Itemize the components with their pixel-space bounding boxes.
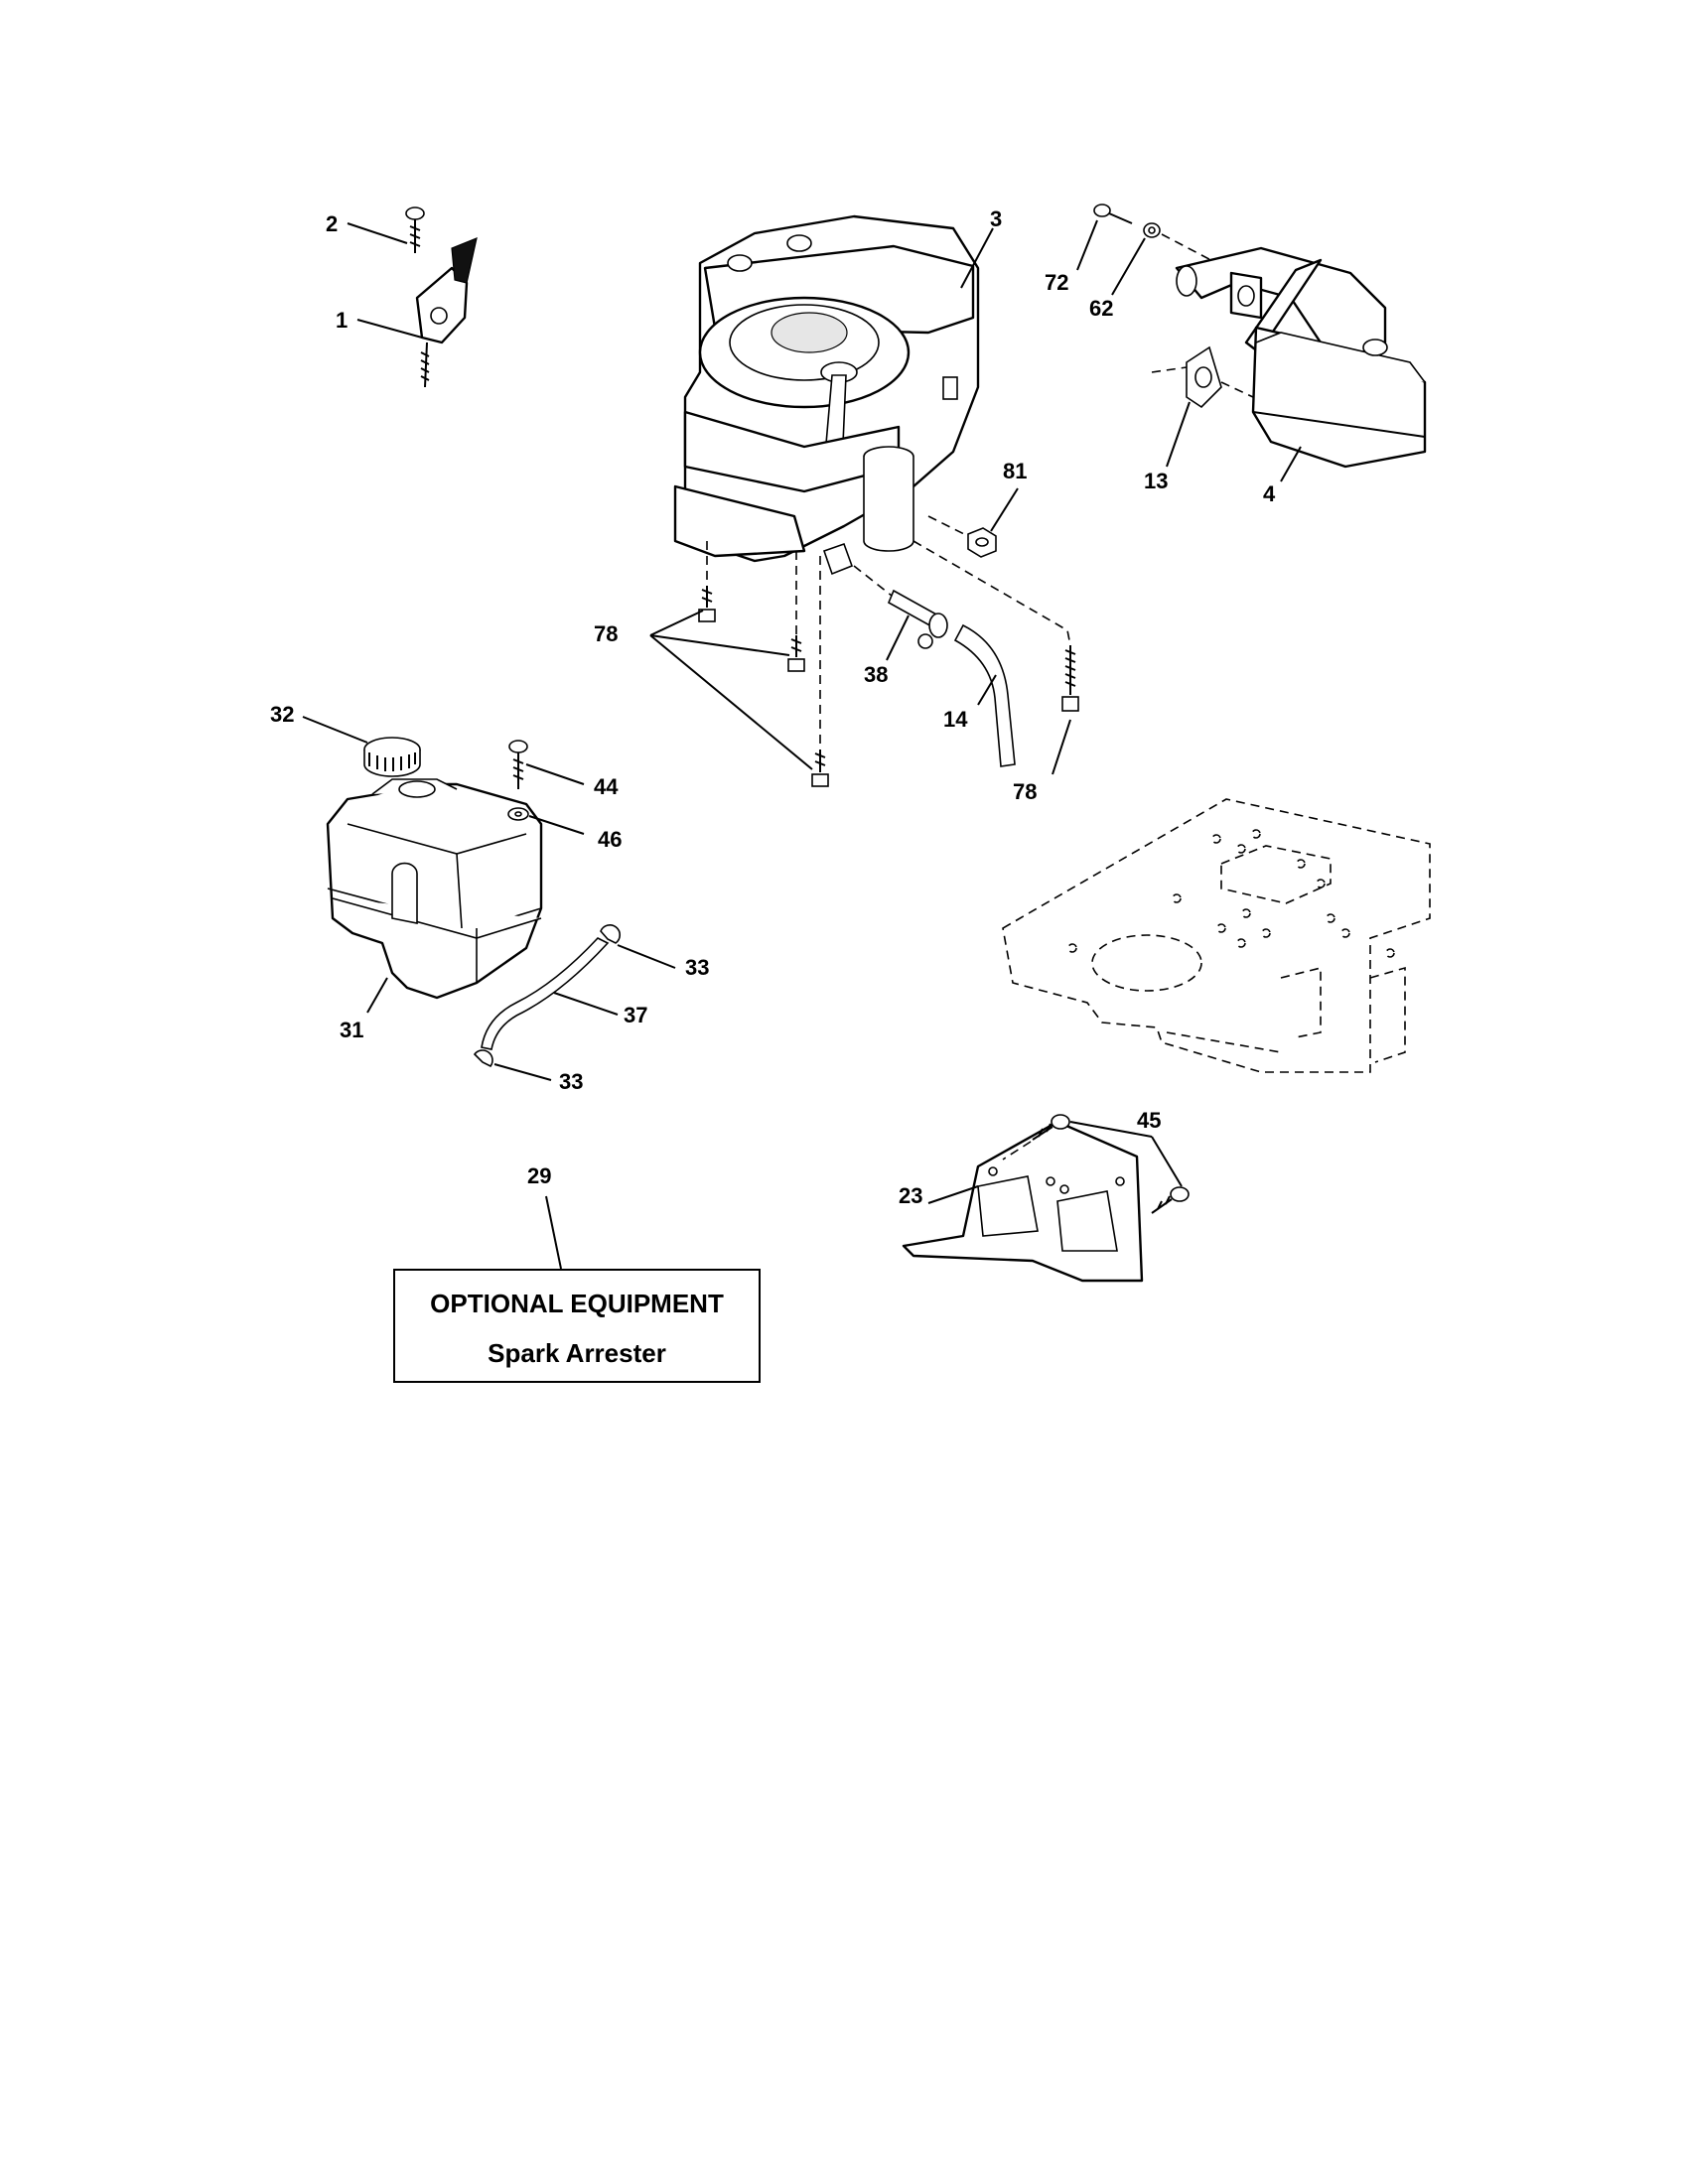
callout-37: 37: [624, 1003, 647, 1027]
dash-gasket: [1151, 366, 1188, 373]
fuel-filter-part-38: [887, 589, 948, 649]
screw-part-2: [405, 206, 425, 253]
leader-37: [553, 992, 619, 1016]
screw-part-44: [508, 740, 528, 789]
bolt-part-78b: [787, 635, 805, 672]
fuel-line-part-37: [481, 937, 610, 1050]
throttle-bracket-part: [415, 237, 478, 388]
leader-62: [1111, 237, 1146, 296]
leader-1: [356, 319, 423, 339]
leader-45-b: [1151, 1136, 1183, 1187]
callout-44: 44: [594, 774, 619, 799]
leader-72: [1076, 219, 1098, 271]
leader-78-a: [649, 610, 704, 636]
callout-78-right: 78: [1013, 779, 1037, 804]
callout-4: 4: [1263, 481, 1276, 506]
leader-46: [528, 815, 585, 835]
nut-part-81: [967, 527, 997, 558]
leader-13: [1166, 401, 1191, 468]
gasket-part-13: [1186, 345, 1222, 409]
callout-31: 31: [340, 1018, 363, 1042]
callout-1: 1: [336, 308, 348, 333]
leader-23: [927, 1185, 979, 1204]
leader-31: [366, 977, 388, 1014]
leader-81: [990, 487, 1019, 532]
callout-2: 2: [326, 211, 338, 236]
callout-45: 45: [1137, 1108, 1161, 1133]
leader-44: [525, 763, 585, 785]
leader-78-c: [649, 634, 813, 770]
callout-33-top: 33: [685, 955, 709, 980]
clamp-part-33b: [473, 1049, 493, 1068]
leader-29: [545, 1195, 562, 1270]
leader-38: [886, 614, 910, 661]
callout-29: 29: [527, 1163, 551, 1188]
leader-33-b: [493, 1063, 552, 1081]
bolt-part-78c: [811, 750, 829, 787]
bolt-part-72: [1093, 204, 1133, 224]
optional-equipment-title: OPTIONAL EQUIPMENT: [430, 1289, 724, 1318]
callout-46: 46: [598, 827, 622, 852]
leader-3: [960, 227, 994, 289]
dash-filter: [853, 565, 893, 597]
callout-33-bottom: 33: [559, 1069, 583, 1094]
optional-equipment-box: OPTIONAL EQUIPMENT Spark Arrester: [393, 1269, 761, 1383]
callout-32: 32: [270, 702, 294, 727]
leader-4: [1280, 446, 1302, 482]
callout-38: 38: [864, 662, 888, 687]
leader-2: [347, 222, 408, 244]
frame-reference: [1002, 798, 1431, 1073]
leader-14: [977, 674, 997, 706]
leader-78-b: [649, 634, 790, 656]
optional-equipment-subtitle: Spark Arrester: [488, 1338, 666, 1368]
callout-3: 3: [990, 206, 1002, 231]
screw-part-45a: [1032, 1114, 1070, 1141]
callout-81: 81: [1003, 459, 1027, 483]
heat-shield-part-23: [902, 1120, 1144, 1283]
callout-14: 14: [943, 707, 968, 732]
screw-part-45b: [1151, 1186, 1190, 1214]
callout-72: 72: [1045, 270, 1068, 295]
muffler-part-4: [1175, 246, 1427, 469]
callout-78-left: 78: [594, 621, 618, 646]
leader-45-a: [1069, 1121, 1153, 1138]
callout-62: 62: [1089, 296, 1113, 321]
dash-gasket-2: [1220, 381, 1254, 398]
bolt-part-78d: [1061, 645, 1079, 712]
leader-32: [302, 716, 368, 744]
fuel-hose-part-14: [953, 623, 1016, 767]
fuel-cap-part-32: [363, 737, 421, 777]
dash-screw-45: [1002, 1141, 1032, 1160]
washer-part-46: [507, 807, 529, 821]
washer-part-62: [1143, 222, 1161, 238]
fuel-tank-part-31: [326, 778, 543, 1000]
callout-13: 13: [1144, 469, 1168, 493]
leader-78-d: [1052, 719, 1071, 775]
callout-23: 23: [899, 1183, 922, 1208]
clamp-part-33a: [600, 924, 622, 944]
engine-part: [673, 214, 980, 576]
bolt-part-78a: [698, 586, 716, 622]
dash-nut-81: [927, 515, 969, 537]
leader-33-a: [617, 944, 676, 969]
